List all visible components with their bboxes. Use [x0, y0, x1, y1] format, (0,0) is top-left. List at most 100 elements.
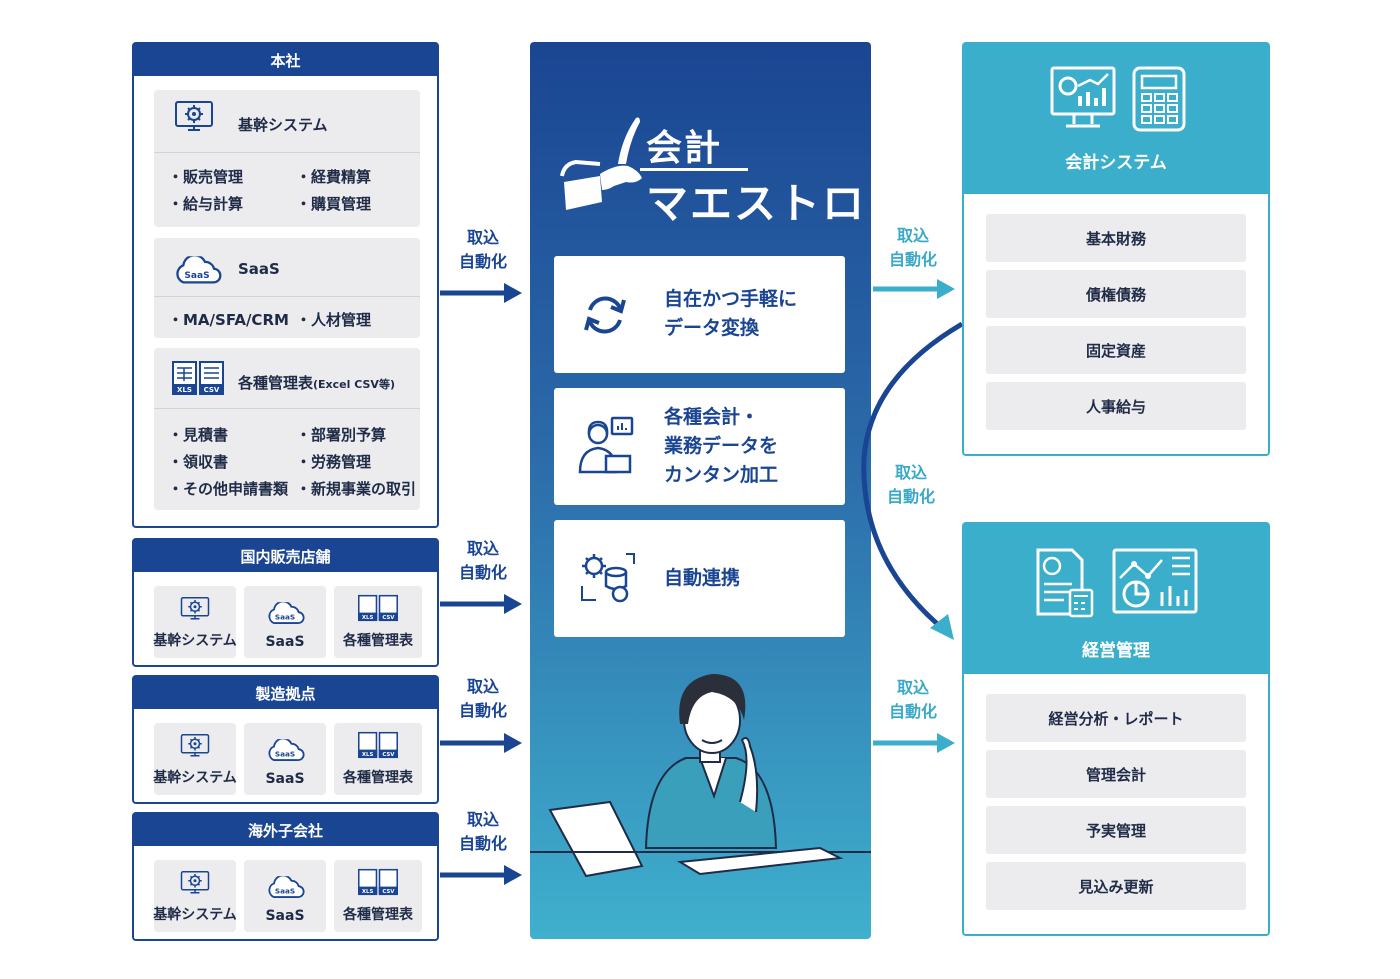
mini-label: SaaS — [265, 634, 305, 650]
arrow-right-icon — [871, 277, 959, 301]
svg-text:XLS: XLS — [362, 889, 374, 895]
hq-sheets-section: XLS CSV 各種管理表(Excel CSV等) ・見積書 ・部署別予算 ・領… — [154, 348, 420, 510]
kaikei-maestro-panel: 会計 マエストロ 自在かつ手軽に データ変換 各種会計・ 業務データを カンタン… — [530, 42, 871, 939]
list-item: ・販売管理 — [168, 168, 244, 186]
arrow-right-icon — [440, 592, 524, 616]
logo-line1: 会計 — [646, 128, 723, 169]
svg-text:CSV: CSV — [382, 615, 395, 621]
saas-title: SaaS — [238, 260, 280, 278]
saas-cloud-icon: SaaS — [265, 739, 305, 763]
mini-label: 各種管理表 — [343, 633, 413, 649]
branch-sources: 基幹システム SaaS SaaS XLS CSV 各種管理表 — [153, 723, 422, 795]
core-system-icon — [180, 596, 210, 622]
hq-title: 本社 — [134, 44, 437, 76]
accounting-system-box: 会計システム 基本財務 債権債務 固定資産 人事給与 — [962, 42, 1270, 456]
calculator-icon — [1132, 66, 1186, 132]
mini-label: 各種管理表 — [343, 770, 413, 786]
branch-box-overseas: 海外子会社 基幹システム SaaS SaaS XLS CSV 各種管理表 — [132, 812, 439, 941]
saas-cloud-icon: SaaS — [265, 876, 305, 900]
woman-laptop-illustration — [530, 674, 871, 878]
svg-text:SaaS: SaaS — [275, 886, 295, 895]
hq-saas-section: SaaS SaaS ・MA/SFA/CRM ・人材管理 — [154, 238, 420, 338]
list-item: ・購買管理 — [296, 195, 372, 213]
feature-card-integrate: 自動連携 — [554, 520, 845, 637]
feature-card-process: 各種会計・ 業務データを カンタン加工 — [554, 388, 845, 505]
feature-text: 各種会計・ 業務データを カンタン加工 — [664, 406, 779, 486]
arrow-label-hq: 取込自動化 — [458, 228, 507, 271]
worker-icon — [578, 416, 634, 474]
hq-box: 本社 基幹システム ・販売管理 ・経費精算 ・給与計算 ・購買管理 SaaS S… — [132, 42, 439, 528]
core-system-icon — [180, 870, 210, 896]
mini-label: 基幹システム — [153, 633, 237, 649]
mini-card-core: 基幹システム — [153, 860, 237, 932]
list-item: ・新規事業の取引 — [296, 480, 417, 498]
arrow-label-overseas: 取込自動化 — [458, 810, 507, 853]
list-item: ・給与計算 — [168, 195, 244, 213]
sheets-title: 各種管理表(Excel CSV等) — [238, 372, 395, 393]
saas-cloud-icon: SaaS — [265, 602, 305, 626]
list-item: 経営分析・レポート — [986, 694, 1246, 742]
divider — [154, 408, 420, 409]
mini-card-core: 基幹システム — [153, 723, 237, 795]
xls-csv-icon: XLS CSV — [172, 361, 224, 395]
svg-text:SaaS: SaaS — [184, 271, 209, 281]
list-item: ・MA/SFA/CRM — [168, 311, 289, 329]
svg-text:XLS: XLS — [362, 615, 374, 621]
list-item: 管理会計 — [986, 750, 1246, 798]
list-item: 基本財務 — [986, 214, 1246, 262]
branch-sources: 基幹システム SaaS SaaS XLS CSV 各種管理表 — [153, 860, 422, 932]
mini-card-saas: SaaS SaaS — [244, 586, 326, 658]
mini-card-core: 基幹システム — [153, 586, 237, 658]
list-item: 債権債務 — [986, 270, 1246, 318]
branch-box-domestic: 国内販売店舗 基幹システム SaaS SaaS XLS CSV 各種管理表 — [132, 538, 439, 667]
arrow-label-management: 取込自動化 — [888, 678, 937, 721]
analytics-monitor-icon — [1050, 66, 1116, 128]
accounting-system-header: 会計システム — [964, 44, 1268, 194]
conductor-hand-icon — [560, 117, 642, 210]
sync-icon — [584, 296, 626, 334]
svg-text:SaaS: SaaS — [275, 612, 295, 621]
arrow-label-factory: 取込自動化 — [458, 677, 507, 720]
saas-cloud-icon: SaaS — [172, 256, 222, 286]
sheets-title-note: (Excel CSV等) — [313, 378, 395, 391]
list-item: 固定資産 — [986, 326, 1246, 374]
mini-card-saas: SaaS SaaS — [244, 723, 326, 795]
mini-label: 基幹システム — [153, 907, 237, 923]
xls-csv-icon: XLS CSV — [358, 594, 398, 622]
curved-arrow-icon — [861, 321, 962, 640]
svg-text:SaaS: SaaS — [275, 749, 295, 758]
svg-text:CSV: CSV — [382, 752, 395, 758]
arrow-right-icon — [440, 281, 524, 305]
mini-label: 各種管理表 — [343, 907, 413, 923]
mini-label: SaaS — [265, 771, 305, 787]
branch-box-factory: 製造拠点 基幹システム SaaS SaaS XLS CSV 各種管理表 — [132, 675, 439, 804]
arrow-right-icon — [440, 731, 524, 755]
hq-core-section: 基幹システム ・販売管理 ・経費精算 ・給与計算 ・購買管理 — [154, 90, 420, 227]
xls-csv-icon: XLS CSV — [358, 731, 398, 759]
branch-title: 海外子会社 — [134, 814, 437, 846]
divider — [154, 296, 420, 297]
list-item: 予実管理 — [986, 806, 1246, 854]
svg-text:CSV: CSV — [382, 889, 395, 895]
mini-card-saas: SaaS SaaS — [244, 860, 326, 932]
accounting-system-title: 会計システム — [1065, 153, 1167, 173]
dashboard-chart-icon — [1112, 548, 1198, 614]
management-box: 経営管理 経営分析・レポート 管理会計 予実管理 見込み更新 — [962, 522, 1270, 936]
core-system-icon — [180, 733, 210, 759]
mini-card-sheets: XLS CSV 各種管理表 — [334, 586, 422, 658]
management-title: 経営管理 — [1082, 641, 1150, 661]
branch-title: 製造拠点 — [134, 677, 437, 709]
xls-csv-icon: XLS CSV — [358, 868, 398, 896]
feature-text: 自在かつ手軽に データ変換 — [664, 288, 798, 339]
svg-text:CSV: CSV — [204, 386, 220, 394]
logo-rule — [640, 168, 748, 171]
list-item: 見込み更新 — [986, 862, 1246, 910]
arrow-label-domestic: 取込自動化 — [458, 539, 507, 582]
management-header: 経営管理 — [964, 524, 1268, 674]
list-item: ・見積書 — [168, 426, 229, 444]
svg-text:XLS: XLS — [362, 752, 374, 758]
branch-title: 国内販売店舗 — [134, 540, 437, 572]
sheets-title-main: 各種管理表 — [238, 374, 314, 392]
branch-sources: 基幹システム SaaS SaaS XLS CSV 各種管理表 — [153, 586, 422, 658]
core-system-title: 基幹システム — [238, 116, 328, 134]
